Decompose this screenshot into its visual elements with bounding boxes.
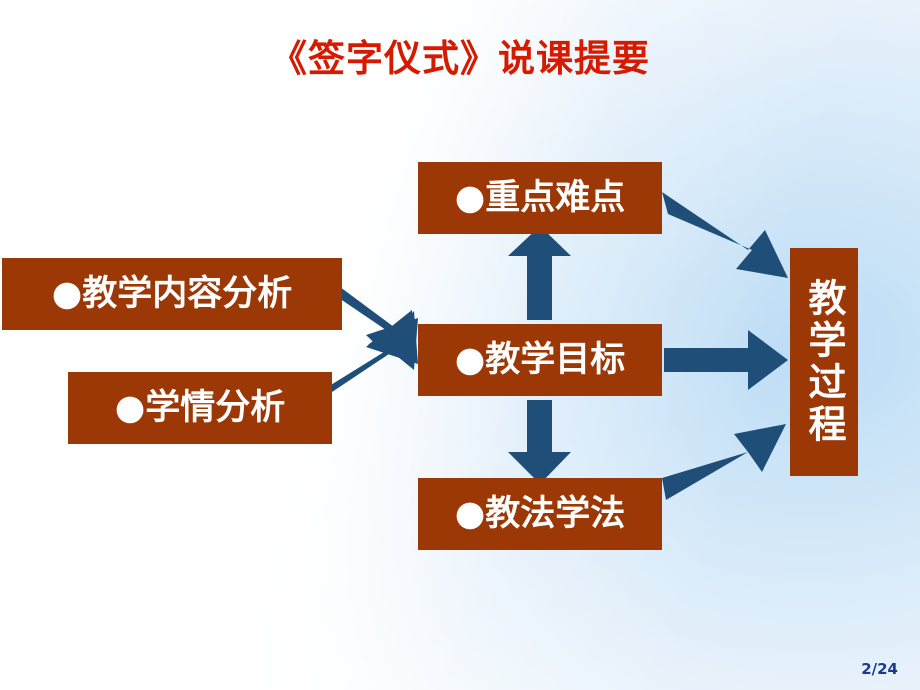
page-title: 《签字仪式》说课提要: [270, 37, 650, 80]
node-teaching-method[interactable]: ●教法学法: [418, 478, 662, 550]
arrow-focus-to-process: [662, 192, 788, 278]
arrow-goal-to-focus: [508, 226, 571, 320]
node-teaching-process[interactable]: 教学过程: [790, 248, 858, 476]
node-content-analysis[interactable]: ●教学内容分析: [2, 258, 342, 330]
arrow-student-to-goal: [326, 318, 418, 392]
page-number: 2/24: [861, 660, 898, 678]
node-student-analysis[interactable]: ●学情分析: [68, 372, 332, 444]
node-key-difficulty[interactable]: ●重点难点: [418, 162, 662, 234]
node-teaching-goal[interactable]: ●教学目标: [418, 324, 662, 396]
arrow-goal-to-method: [508, 400, 571, 484]
arrow-goal-to-process: [664, 330, 788, 390]
arrow-method-to-process: [662, 424, 786, 500]
